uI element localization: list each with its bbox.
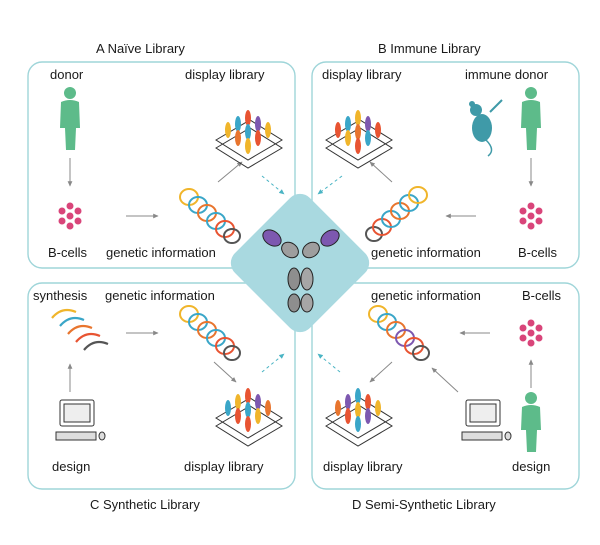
plasmid-icon — [368, 305, 430, 361]
person-icon — [60, 87, 80, 150]
label-b-cells-d: B-cells — [522, 288, 562, 303]
label-display-library-c: display library — [184, 459, 264, 474]
title-c: C Synthetic Library — [90, 497, 200, 512]
arrow-genetic-to-display-b — [369, 161, 393, 183]
label-display-library-a: display library — [185, 67, 265, 82]
label-display-library-b: display library — [322, 67, 402, 82]
title-b: B Immune Library — [378, 41, 481, 56]
label-genetic-information-c: genetic information — [105, 288, 215, 303]
antibody-icon — [262, 229, 340, 313]
dashed-arrow-a — [261, 175, 285, 195]
display-library-icon — [215, 110, 283, 169]
panel-b-frame — [311, 61, 580, 269]
title-a: A Naïve Library — [96, 41, 185, 56]
plasmid-icon — [365, 186, 428, 242]
arrow-design-to-genetic-d — [431, 367, 459, 393]
plasmid-icon — [179, 188, 241, 244]
dashed-arrow-d — [317, 353, 341, 373]
label-synthesis: synthesis — [33, 288, 88, 303]
mouse-icon — [469, 99, 503, 157]
label-donor: donor — [50, 67, 84, 82]
computer-icon — [461, 399, 512, 441]
label-design-d: design — [512, 459, 551, 474]
display-library-icon — [325, 110, 393, 169]
computer-icon — [55, 399, 106, 441]
label-genetic-information-a: genetic information — [106, 245, 216, 260]
panel-c-frame — [27, 282, 296, 490]
label-b-cells-b: B-cells — [518, 245, 558, 260]
person-icon — [521, 87, 541, 150]
b-cell-cluster-icon — [58, 202, 82, 230]
plasmid-icon — [51, 308, 109, 351]
b-cell-cluster-icon — [519, 319, 543, 347]
panel-d-frame — [311, 282, 580, 490]
label-immune-donor: immune donor — [465, 67, 549, 82]
center-diamond — [230, 193, 370, 333]
plasmid-icon — [179, 305, 241, 361]
label-genetic-information-d: genetic information — [371, 288, 481, 303]
label-genetic-information-b: genetic information — [371, 245, 481, 260]
label-display-library-d: display library — [323, 459, 403, 474]
display-library-icon — [325, 388, 393, 447]
label-b-cells-a: B-cells — [48, 245, 88, 260]
arrow-genetic-to-display-c — [213, 361, 237, 383]
label-design-c: design — [52, 459, 91, 474]
title-d: D Semi-Synthetic Library — [352, 497, 496, 512]
arrow-genetic-to-display-d — [369, 361, 393, 383]
panel-a-frame — [27, 61, 296, 269]
arrow-genetic-to-display — [217, 161, 243, 183]
dashed-arrow-b — [317, 175, 343, 195]
dashed-arrow-c — [261, 353, 285, 373]
display-library-icon — [215, 388, 283, 447]
b-cell-cluster-icon — [519, 202, 543, 230]
person-icon — [521, 392, 541, 452]
